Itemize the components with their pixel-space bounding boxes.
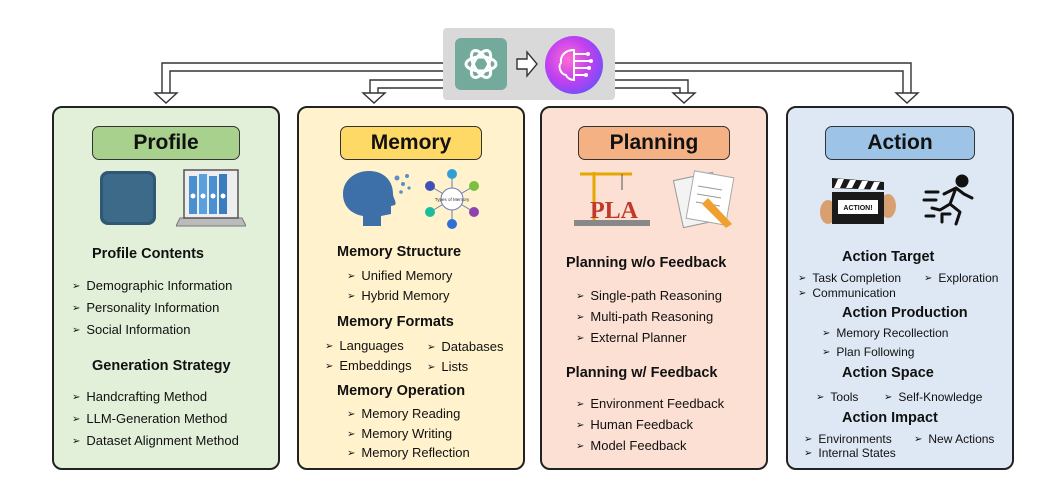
section-heading: Action Target [842, 249, 935, 265]
arrow-to-planning [615, 79, 689, 93]
memory-panel: Memory Types of Memory Memory Structure … [297, 106, 525, 470]
panel-title-memory: Memory [340, 126, 482, 160]
list-item: Dataset Alignment Method [72, 433, 238, 448]
list-item: Environment Feedback [576, 396, 724, 411]
list-item: Communication [798, 286, 895, 300]
list-item: Memory Reading [347, 406, 460, 421]
list-item: Self-Knowledge [884, 390, 982, 404]
list-item: Social Information [72, 322, 190, 337]
list-item: Single-path Reasoning [576, 288, 722, 303]
list-item: Unified Memory [347, 268, 452, 283]
list-item: LLM-Generation Method [72, 411, 227, 426]
list-item: Lists [427, 359, 468, 374]
arrow-to-profile [161, 62, 443, 93]
ai-brain-logo-icon [545, 36, 603, 94]
clapperboard-text: ACTION! [843, 205, 872, 212]
panel-title-action: Action [825, 126, 975, 160]
list-item: Human Feedback [576, 417, 693, 432]
list-item: Exploration [924, 271, 998, 285]
section-heading: Planning w/ Feedback [566, 365, 718, 381]
section-heading: Generation Strategy [92, 358, 231, 374]
list-item: Demographic Information [72, 278, 232, 293]
list-item: Memory Writing [347, 426, 452, 441]
action-panel: Action ACTION! Action Target Task Comple… [786, 106, 1014, 470]
list-item: External Planner [576, 330, 686, 345]
panel-title-planning: Planning [578, 126, 730, 160]
transition-arrow-icon [516, 50, 538, 78]
list-item: Hybrid Memory [347, 288, 449, 303]
crane-plan-icon: PLA [574, 172, 650, 226]
list-item: Tools [816, 390, 858, 404]
clapperboard-icon: ACTION! [820, 178, 896, 224]
running-person-icon [922, 174, 974, 226]
list-item: Handcrafting Method [72, 389, 207, 404]
list-item: Plan Following [822, 345, 914, 359]
arrow-to-action [615, 62, 912, 93]
section-heading: Action Production [842, 305, 968, 321]
section-heading: Planning w/o Feedback [566, 255, 727, 271]
list-item: Model Feedback [576, 438, 686, 453]
list-item: Environments [804, 432, 891, 446]
list-item: Memory Reflection [347, 445, 469, 460]
panel-title-profile: Profile [92, 126, 240, 160]
list-item: Languages [325, 338, 403, 353]
section-heading: Profile Contents [92, 246, 204, 262]
list-item: Internal States [804, 446, 895, 460]
section-heading: Action Space [842, 365, 934, 381]
list-item: Memory Recollection [822, 326, 948, 340]
planning-panel: Planning PLA Planning w/o Feedback Singl… [540, 106, 768, 470]
list-item: Task Completion [798, 271, 901, 285]
plan-image-text: PLA [590, 198, 639, 224]
binders-laptop-icon [176, 169, 246, 227]
chatgpt-logo-icon [455, 38, 507, 90]
list-item: Personality Information [72, 300, 219, 315]
list-item: Multi-path Reasoning [576, 309, 713, 324]
list-item: New Actions [914, 432, 994, 446]
list-item: Databases [427, 339, 503, 354]
llm-logos-box [443, 28, 615, 100]
section-heading: Memory Structure [337, 244, 462, 260]
section-heading: Memory Formats [337, 314, 454, 330]
section-heading: Action Impact [842, 410, 938, 426]
folder-icon [100, 171, 156, 225]
human-head-icon [343, 171, 411, 226]
section-heading: Memory Operation [337, 383, 466, 399]
list-item: Embeddings [325, 358, 411, 373]
memory-types-icon: Types of Memory [419, 166, 485, 232]
memory-diagram-label: Types of Memory [435, 197, 470, 202]
documents-icon [672, 170, 735, 229]
profile-panel: Profile Profile Contents Demographic Inf… [52, 106, 280, 470]
arrow-to-memory [369, 79, 443, 93]
